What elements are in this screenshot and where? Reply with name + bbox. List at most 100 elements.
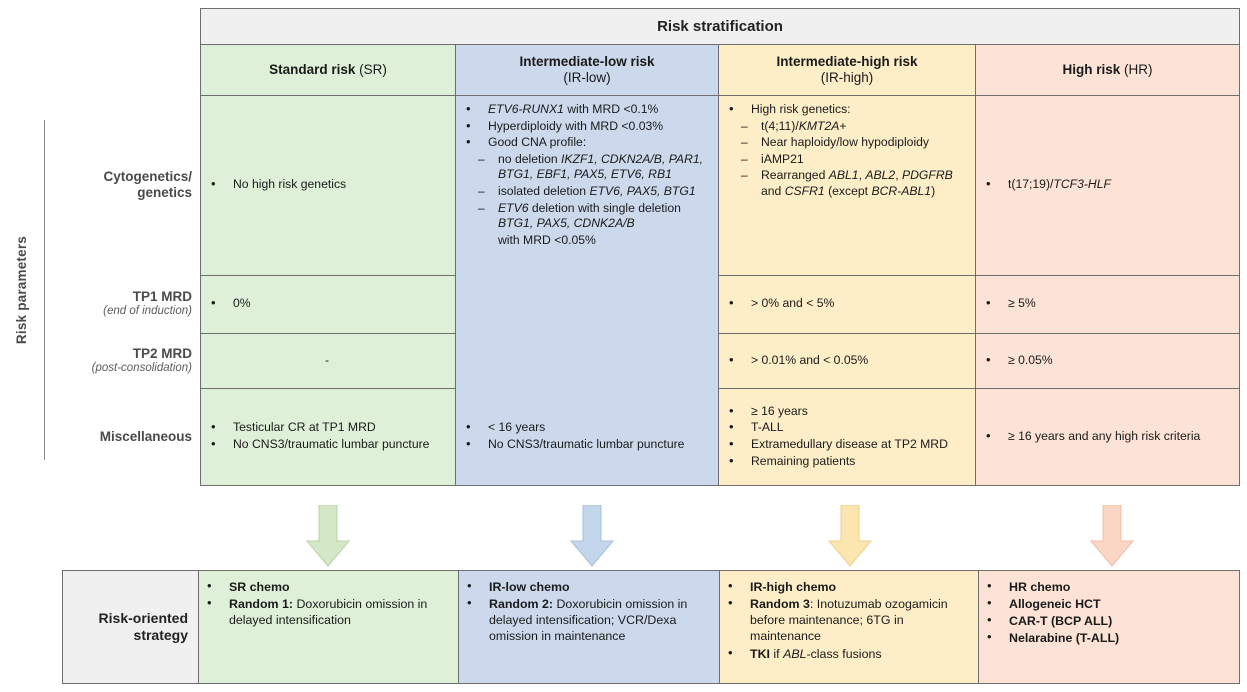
list-item: > 0% and < 5% bbox=[725, 295, 967, 312]
strategy-cell-irhigh: IR-high chemoRandom 3: Inotuzumab ozogam… bbox=[720, 571, 979, 683]
row-label-miscellaneous: Miscellaneous bbox=[52, 388, 192, 486]
row-label-tp1-mrd: TP1 MRD (end of induction) bbox=[52, 275, 192, 333]
row-label-tp2-sub: (post-consolidation) bbox=[91, 361, 192, 374]
risk-parameters-axis-label: Risk parameters bbox=[6, 120, 36, 460]
list-tp1-irhigh: > 0% and < 5% bbox=[725, 295, 967, 313]
column-header-title: Intermediate-low risk bbox=[519, 54, 655, 70]
cell-tp2-sr: - bbox=[201, 334, 456, 389]
list-misc-irhigh: ≥ 16 yearsT-ALLExtramedullary disease at… bbox=[725, 403, 967, 470]
cell-misc-hr: ≥ 16 years and any high risk criteria bbox=[976, 389, 1239, 485]
cell-tp2-irhigh: > 0.01% and < 0.05% bbox=[719, 334, 976, 389]
list-item: isolated deletion ETV6, PAX5, BTG1 bbox=[462, 184, 710, 200]
cell-cytogenetics-irhigh: High risk genetics:t(4;11)/KMT2A+Near ha… bbox=[719, 96, 976, 276]
list-item: Nelarabine (T-ALL) bbox=[983, 629, 1233, 646]
list-item: Good CNA profile: bbox=[462, 134, 710, 151]
list-item: No high risk genetics bbox=[207, 176, 447, 193]
list-item: > 0.01% and < 0.05% bbox=[725, 352, 967, 369]
list-item: ≥ 16 years bbox=[725, 403, 967, 420]
list-item: High risk genetics: bbox=[725, 101, 967, 118]
list-item: CAR-T (BCP ALL) bbox=[983, 612, 1233, 629]
arrow-sr bbox=[306, 505, 350, 567]
list-cytogenetics-irhigh: High risk genetics:t(4;11)/KMT2A+Near ha… bbox=[725, 101, 967, 200]
list-tp1-hr: ≥ 5% bbox=[982, 295, 1231, 313]
list-item: t(4;11)/KMT2A+ bbox=[725, 119, 967, 135]
list-item: no deletion IKZF1, CDKN2A/B, PAR1, BTG1,… bbox=[462, 152, 710, 183]
strategy-cell-hr: HR chemoAllogeneic HCTCAR-T (BCP ALL)Nel… bbox=[979, 571, 1239, 683]
row-label-tp1-sub: (end of induction) bbox=[103, 305, 192, 318]
list-strategy-sr: SR chemoRandom 1: Doxorubicin omission i… bbox=[203, 578, 452, 628]
list-item: No CNS3/traumatic lumbar puncture bbox=[462, 436, 710, 453]
list-item: with MRD <0.05% bbox=[498, 232, 596, 247]
list-cytogenetics-irlow: ETV6-RUNX1 with MRD <0.1%Hyperdiploidy w… bbox=[462, 101, 710, 248]
list-tp2-irhigh: > 0.01% and < 0.05% bbox=[725, 352, 967, 370]
row-label-misc-title: Miscellaneous bbox=[99, 429, 192, 445]
list-item: T-ALL bbox=[725, 419, 967, 436]
list-item: Near haploidy/low hypodiploidy bbox=[725, 135, 967, 151]
cell-cytogenetics-irlow: ETV6-RUNX1 with MRD <0.1%Hyperdiploidy w… bbox=[456, 96, 719, 397]
column-header-intermediate-high-risk: Intermediate-high risk(IR-high) bbox=[719, 45, 976, 96]
risk-oriented-strategy-table: Risk-oriented strategy SR chemoRandom 1:… bbox=[62, 570, 1240, 684]
arrow-hr-glyph bbox=[1090, 505, 1134, 567]
arrow-irhigh-glyph bbox=[828, 505, 872, 567]
strategy-cell-irlow: IR-low chemoRandom 2: Doxorubicin omissi… bbox=[459, 571, 720, 683]
list-misc-hr: ≥ 16 years and any high risk criteria bbox=[982, 428, 1231, 446]
list-item: IR-high chemo bbox=[724, 578, 972, 595]
column-header-subtitle: (IR-high) bbox=[820, 70, 874, 85]
column-header-high-risk: High risk (HR) bbox=[976, 45, 1239, 96]
risk-parameters-text: Risk parameters bbox=[13, 235, 29, 345]
list-misc-irlow: < 16 yearsNo CNS3/traumatic lumbar punct… bbox=[462, 419, 710, 453]
list-item: HR chemo bbox=[983, 578, 1233, 595]
list-item: Allogeneic HCT bbox=[983, 595, 1233, 612]
list-item: ETV6-RUNX1 with MRD <0.1% bbox=[462, 101, 710, 118]
list-item: ETV6 deletion with single deletion BTG1,… bbox=[462, 201, 710, 232]
cell-misc-sr: Testicular CR at TP1 MRDNo CNS3/traumati… bbox=[201, 389, 456, 485]
list-misc-sr: Testicular CR at TP1 MRDNo CNS3/traumati… bbox=[207, 419, 447, 453]
list-cytogenetics-hr: t(17;19)/TCF3-HLF bbox=[982, 176, 1231, 194]
list-strategy-hr: HR chemoAllogeneic HCTCAR-T (BCP ALL)Nel… bbox=[983, 578, 1233, 647]
list-item: t(17;19)/TCF3-HLF bbox=[982, 176, 1231, 193]
row-label-tp1-title: TP1 MRD bbox=[132, 289, 192, 305]
list-item: No CNS3/traumatic lumbar puncture bbox=[207, 436, 447, 453]
list-item: Hyperdiploidy with MRD <0.03% bbox=[462, 118, 710, 135]
list-strategy-irlow: IR-low chemoRandom 2: Doxorubicin omissi… bbox=[463, 578, 713, 645]
list-item: SR chemo bbox=[203, 578, 452, 595]
list-cytogenetics-sr: No high risk genetics bbox=[207, 176, 447, 194]
row-label-cytogenetics-line2: genetics bbox=[137, 185, 192, 200]
arrow-irhigh bbox=[828, 505, 872, 567]
cell-cytogenetics-sr: No high risk genetics bbox=[201, 96, 456, 276]
list-tp1-sr: 0% bbox=[207, 295, 447, 313]
list-item: Remaining patients bbox=[725, 453, 967, 470]
arrow-hr bbox=[1090, 505, 1134, 567]
cell-tp1-hr: ≥ 5% bbox=[976, 276, 1239, 334]
strategy-row-label: Risk-oriented strategy bbox=[63, 571, 199, 683]
cell-cytogenetics-hr: t(17;19)/TCF3-HLF bbox=[976, 96, 1239, 276]
list-strategy-irhigh: IR-high chemoRandom 3: Inotuzumab ozogam… bbox=[724, 578, 972, 662]
list-item: IR-low chemo bbox=[463, 578, 713, 595]
arrow-sr-glyph bbox=[306, 505, 350, 567]
column-header-title: Standard risk (SR) bbox=[269, 62, 387, 78]
row-label-tp2-mrd: TP2 MRD (post-consolidation) bbox=[52, 333, 192, 388]
row-label-tp2-title: TP2 MRD bbox=[132, 345, 192, 361]
column-header-intermediate-low-risk: Intermediate-low risk(IR-low) bbox=[456, 45, 719, 96]
list-item: TKI if ABL-class fusions bbox=[724, 644, 972, 662]
list-item: Random 3: Inotuzumab ozogamicin before m… bbox=[724, 595, 972, 644]
column-header-title: Intermediate-high risk bbox=[776, 54, 918, 70]
list-item: Random 1: Doxorubicin omission in delaye… bbox=[203, 595, 452, 628]
row-label-cytogenetics: Cytogenetics/ genetics bbox=[52, 95, 192, 275]
risk-stratification-header: Risk stratification bbox=[201, 9, 1239, 45]
list-item: ≥ 5% bbox=[982, 295, 1231, 312]
cell-tp1-irhigh: > 0% and < 5% bbox=[719, 276, 976, 334]
risk-stratification-table: Risk stratification Standard risk (SR) I… bbox=[200, 8, 1240, 486]
list-item: Testicular CR at TP1 MRD bbox=[207, 419, 447, 436]
column-header-title: High risk (HR) bbox=[1062, 62, 1153, 78]
column-header-subtitle: (IR-low) bbox=[563, 70, 611, 85]
list-item: ≥ 0.05% bbox=[982, 352, 1231, 369]
list-tp2-hr: ≥ 0.05% bbox=[982, 352, 1231, 370]
cell-tp1-sr: 0% bbox=[201, 276, 456, 334]
cell-misc-irhigh: ≥ 16 yearsT-ALLExtramedullary disease at… bbox=[719, 389, 976, 485]
list-item: 0% bbox=[207, 295, 447, 312]
risk-parameters-bracket bbox=[44, 120, 45, 460]
row-label-cytogenetics-line1: Cytogenetics/ bbox=[103, 169, 192, 185]
list-item: Extramedullary disease at TP2 MRD bbox=[725, 436, 967, 453]
